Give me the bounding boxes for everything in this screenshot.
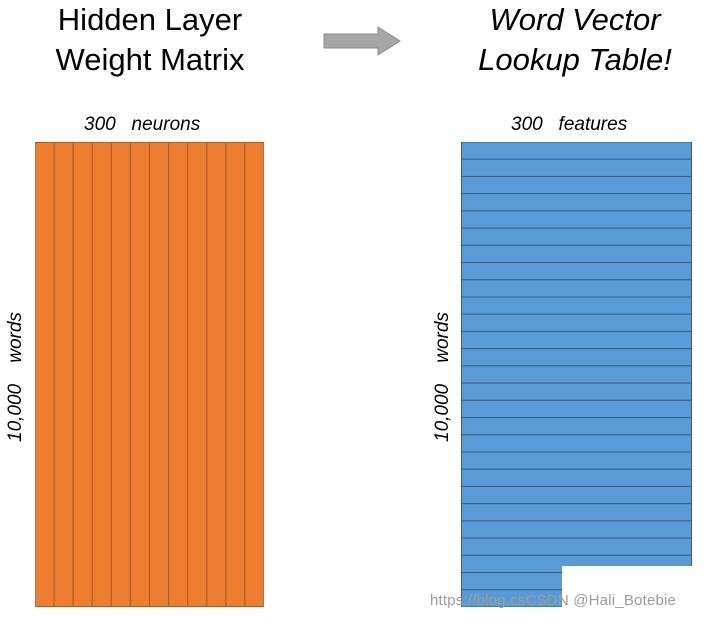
- features-column-label: 300 features: [511, 114, 628, 135]
- lookup-table-row: [461, 210, 692, 229]
- weight-matrix-column: [225, 142, 246, 607]
- arrow-shape: [323, 26, 401, 56]
- word-vector-title-line1: Word Vector: [489, 2, 661, 37]
- left-words-row-label: 10,000 words: [5, 312, 26, 442]
- lookup-table-row: [461, 262, 692, 281]
- lookup-table-row: [461, 244, 692, 264]
- hidden-layer-title-line1: Hidden Layer: [57, 2, 243, 37]
- lookup-table-row: [461, 142, 692, 160]
- weight-matrix-column: [206, 142, 227, 607]
- lookup-table-row: [461, 382, 692, 401]
- weight-matrix: [35, 142, 264, 607]
- hidden-layer-title-line2: Weight Matrix: [55, 42, 245, 77]
- weight-matrix-column: [187, 142, 208, 607]
- lookup-table-row: [461, 434, 692, 453]
- lookup-table-row: [461, 399, 692, 419]
- watermark-text: https://blog.csCSDN @Hali_Botebie: [430, 592, 677, 609]
- weight-matrix-column: [91, 142, 112, 607]
- lookup-table-row: [461, 468, 692, 487]
- weight-matrix-column: [110, 142, 131, 607]
- lookup-table-row: [461, 227, 692, 246]
- lookup-table-row: [461, 158, 692, 177]
- lookup-table: [461, 142, 692, 607]
- lookup-table-row: [461, 503, 692, 522]
- lookup-table-row: [461, 348, 692, 367]
- weight-matrix-column: [168, 142, 189, 607]
- lookup-table-row: [461, 193, 692, 212]
- lookup-table-row: [461, 520, 692, 539]
- lookup-table-row: [461, 330, 692, 350]
- weight-matrix-column: [35, 142, 55, 607]
- lookup-table-row: [461, 296, 692, 315]
- lookup-table-row: [461, 485, 692, 505]
- word-vector-title-line2: Lookup Table!: [478, 42, 672, 77]
- lookup-table-row: [461, 279, 692, 298]
- weight-matrix-column: [53, 142, 74, 607]
- watermark-background: [562, 566, 709, 621]
- lookup-table-row: [461, 313, 692, 332]
- lookup-table-row: [461, 365, 692, 384]
- lookup-table-row: [461, 537, 692, 556]
- right-words-row-label: 10,000 words: [432, 312, 453, 442]
- right-arrow-icon: [323, 26, 401, 56]
- lookup-table-row: [461, 175, 692, 195]
- lookup-table-row: [461, 417, 692, 436]
- weight-matrix-column: [72, 142, 93, 607]
- lookup-table-row: [461, 451, 692, 470]
- word-vector-title: Word Vector Lookup Table!: [445, 0, 705, 80]
- hidden-layer-title: Hidden Layer Weight Matrix: [20, 0, 280, 80]
- weight-matrix-column: [149, 142, 170, 607]
- weight-matrix-column: [244, 142, 264, 607]
- weight-matrix-column: [129, 142, 150, 607]
- neurons-column-label: 300 neurons: [84, 114, 201, 135]
